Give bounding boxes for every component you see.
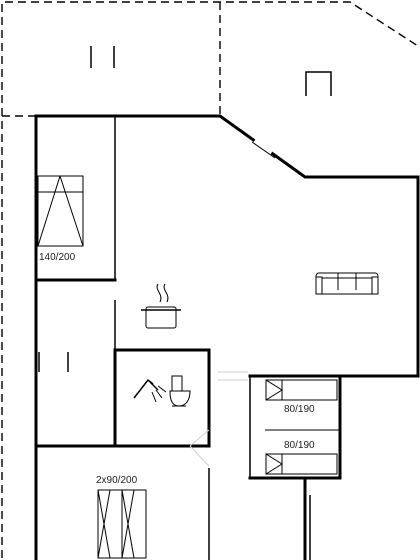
kitchen-pot-icon [141,283,181,329]
window-line [251,141,276,159]
bed-twin [97,489,147,559]
sofa-icon [315,272,379,295]
bed-double-label: 140/200 [39,252,76,263]
bed-double [37,175,84,247]
bed-twin-label: 2x90/200 [96,475,138,486]
bed-single-1-label: 80/190 [284,404,315,415]
bed-single-1 [265,379,338,401]
interior-walls [34,116,342,560]
bed-single-2 [265,453,338,475]
bed-single-2-label: 80/190 [284,440,315,451]
window-gap [253,137,274,155]
window-symbols [38,46,332,372]
exterior-walls [34,114,420,560]
shower-icon [133,378,167,403]
toilet-icon [169,375,191,407]
